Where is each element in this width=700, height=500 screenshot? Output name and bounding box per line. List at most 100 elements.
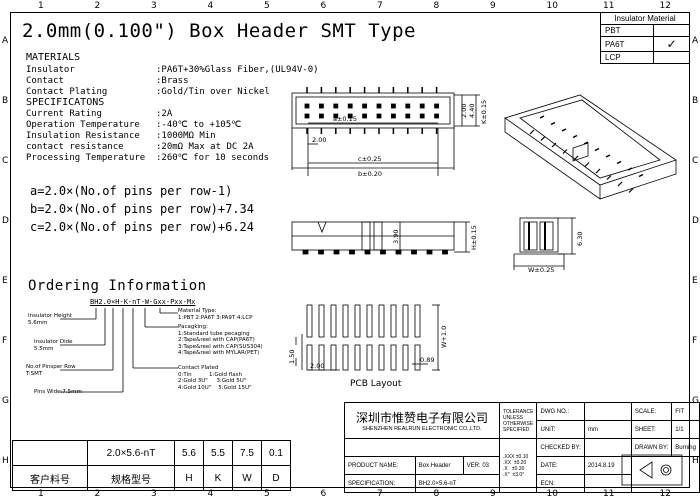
product-name-label: PRODUCT NAME: [344,456,416,475]
ruler-mark: D [2,216,9,226]
dim-side-w: W±0.25 [528,266,554,274]
spec-value: :Gold/Tin over Nickel [156,87,270,97]
spec-value: :20mΩ Max at DC 2A [156,142,254,152]
front-window-2 [373,221,383,251]
ruler-mark: 10 [546,1,558,11]
dim-h2: 4.40 [468,104,476,118]
pcb-pad [414,344,421,371]
pcb-pad [306,304,313,338]
pcb-pad [378,344,385,371]
spec-row: Contact:Brass [26,76,189,86]
pcb-pad [402,344,409,371]
ruler-mark: 11 [603,489,615,499]
pin-square [405,103,411,109]
dim-b: b±0.20 [358,170,382,178]
spec-label: Processing Temperature [26,153,146,163]
pcb-pad [318,304,325,338]
ruler-mark: 7 [377,489,383,499]
ver-label: VER: [466,462,481,469]
formula-b: b=2.0×(No.of pins per row)+7.34 [30,202,254,216]
spec-label: Contact [26,76,64,86]
spec-row: Current Rating:2A [26,109,172,119]
pcb-dim-1: 1.50 [288,350,296,364]
spec-label: contact resistance [26,142,124,152]
material-type-note: Material Type: 1:PBT 2:PA6T 3:PA9T 4:LCP [178,308,253,321]
ruler-mark: 5 [264,1,270,11]
pcb-pad [378,304,385,338]
page-title: 2.0mm(0.100") Box Header SMT Type [22,20,416,42]
iso-pin [616,160,622,165]
ruler-mark: 4 [207,489,214,499]
sheet-value: 1/1 [671,420,700,439]
front-pin [395,249,402,255]
spec-cell-d: 0.1 [261,440,291,466]
iso-pin [594,147,600,152]
ruler-mark: A [692,36,699,46]
pin-square [376,113,382,119]
ruler-mark: 10 [546,489,558,499]
spec-label-model: 规格型号 [87,465,175,491]
front-pin [302,249,309,255]
unit-value: mm [583,420,632,439]
top-view-pins [304,87,440,134]
title-block: 深圳市惟赞电子有限公司 SHENZHEN REALRUN ELECTRONIC … [344,402,700,493]
ruler-mark: 8 [433,489,440,499]
unit-label: UNIT: [536,420,585,439]
iso-pin-lead [540,136,546,141]
drawn-label: DRAWN BY: [630,438,673,457]
ruler-mark: G [2,396,9,406]
end-view-outline [519,217,559,253]
dim-a: a±0.15 [333,115,357,123]
scale-label: SCALE: [630,402,673,421]
product-name-value: Box Header [414,456,464,475]
front-pin [318,249,324,255]
spec-value: BH2.0×5.6-nT [414,474,501,493]
iso-pin [627,167,633,171]
pcb-pad [390,304,397,338]
top-view-outline [291,92,455,129]
pin-square [405,113,411,119]
pcb-pads [306,304,421,371]
front-pin [442,249,448,255]
pcb-pad [342,344,349,371]
spec-row: Insulator:PA6T+30%Glass Fiber,(UL94V-0) [26,65,319,75]
pcb-pad [330,304,337,338]
ruler-mark: 2 [94,1,101,11]
pin-square [347,103,353,109]
ruler-mark: G [692,396,699,406]
front-pin [380,249,386,255]
top-view-inner [295,96,451,125]
spec-label: Contact Plating [26,87,108,97]
iso-key [572,142,589,162]
packaging-note: Pacagking: 1:Standard tube pecaging 2:Ta… [178,324,263,356]
ordering-code: BH2.0×H-K-nT-W-Gxx-Pxx-Mx [90,298,196,306]
spec-label: Current Rating [26,109,102,119]
pins-per-row-note: No.of Pinsper Row T:SMT [26,364,76,377]
ruler-mark: F [692,336,698,346]
tolerance-lines: .XXX ±0.10 .XX ±0.20 .X ±0.30 .X° ±3.0° [498,438,538,493]
ruler-mark: 9 [490,1,496,11]
spec-label-d: D [261,465,291,491]
ecn-label: ECN: [536,474,585,493]
material-row-name: LCP [599,51,655,64]
key-triangle [317,221,327,234]
spec-label: SPECIFICATION: [344,474,416,493]
ruler-mark: 6 [320,1,327,11]
spec-label-customer: 客户料号 [12,465,88,491]
spec-row: Contact Plating :Gold/Tin over Nickel [26,87,270,97]
spec-label-k: K [203,465,233,491]
pin-square [434,113,440,119]
spec-row: Operation Temperature:-40℃ to +105℃ [26,120,241,130]
checked-value [583,438,632,457]
pin-square [390,103,396,109]
dwg-no-label: DWG NO.: [536,402,585,421]
spec-label: Insulation Resistance [26,131,140,141]
ruler-mark: B [692,96,699,106]
dim-k: K±0.15 [480,100,488,124]
iso-pin [572,134,578,139]
ruler-mark: C [2,156,9,166]
spec-value: :260℃ for 10 seconds [156,153,270,163]
pin-square [390,113,396,119]
iso-pin-lead [529,129,535,135]
